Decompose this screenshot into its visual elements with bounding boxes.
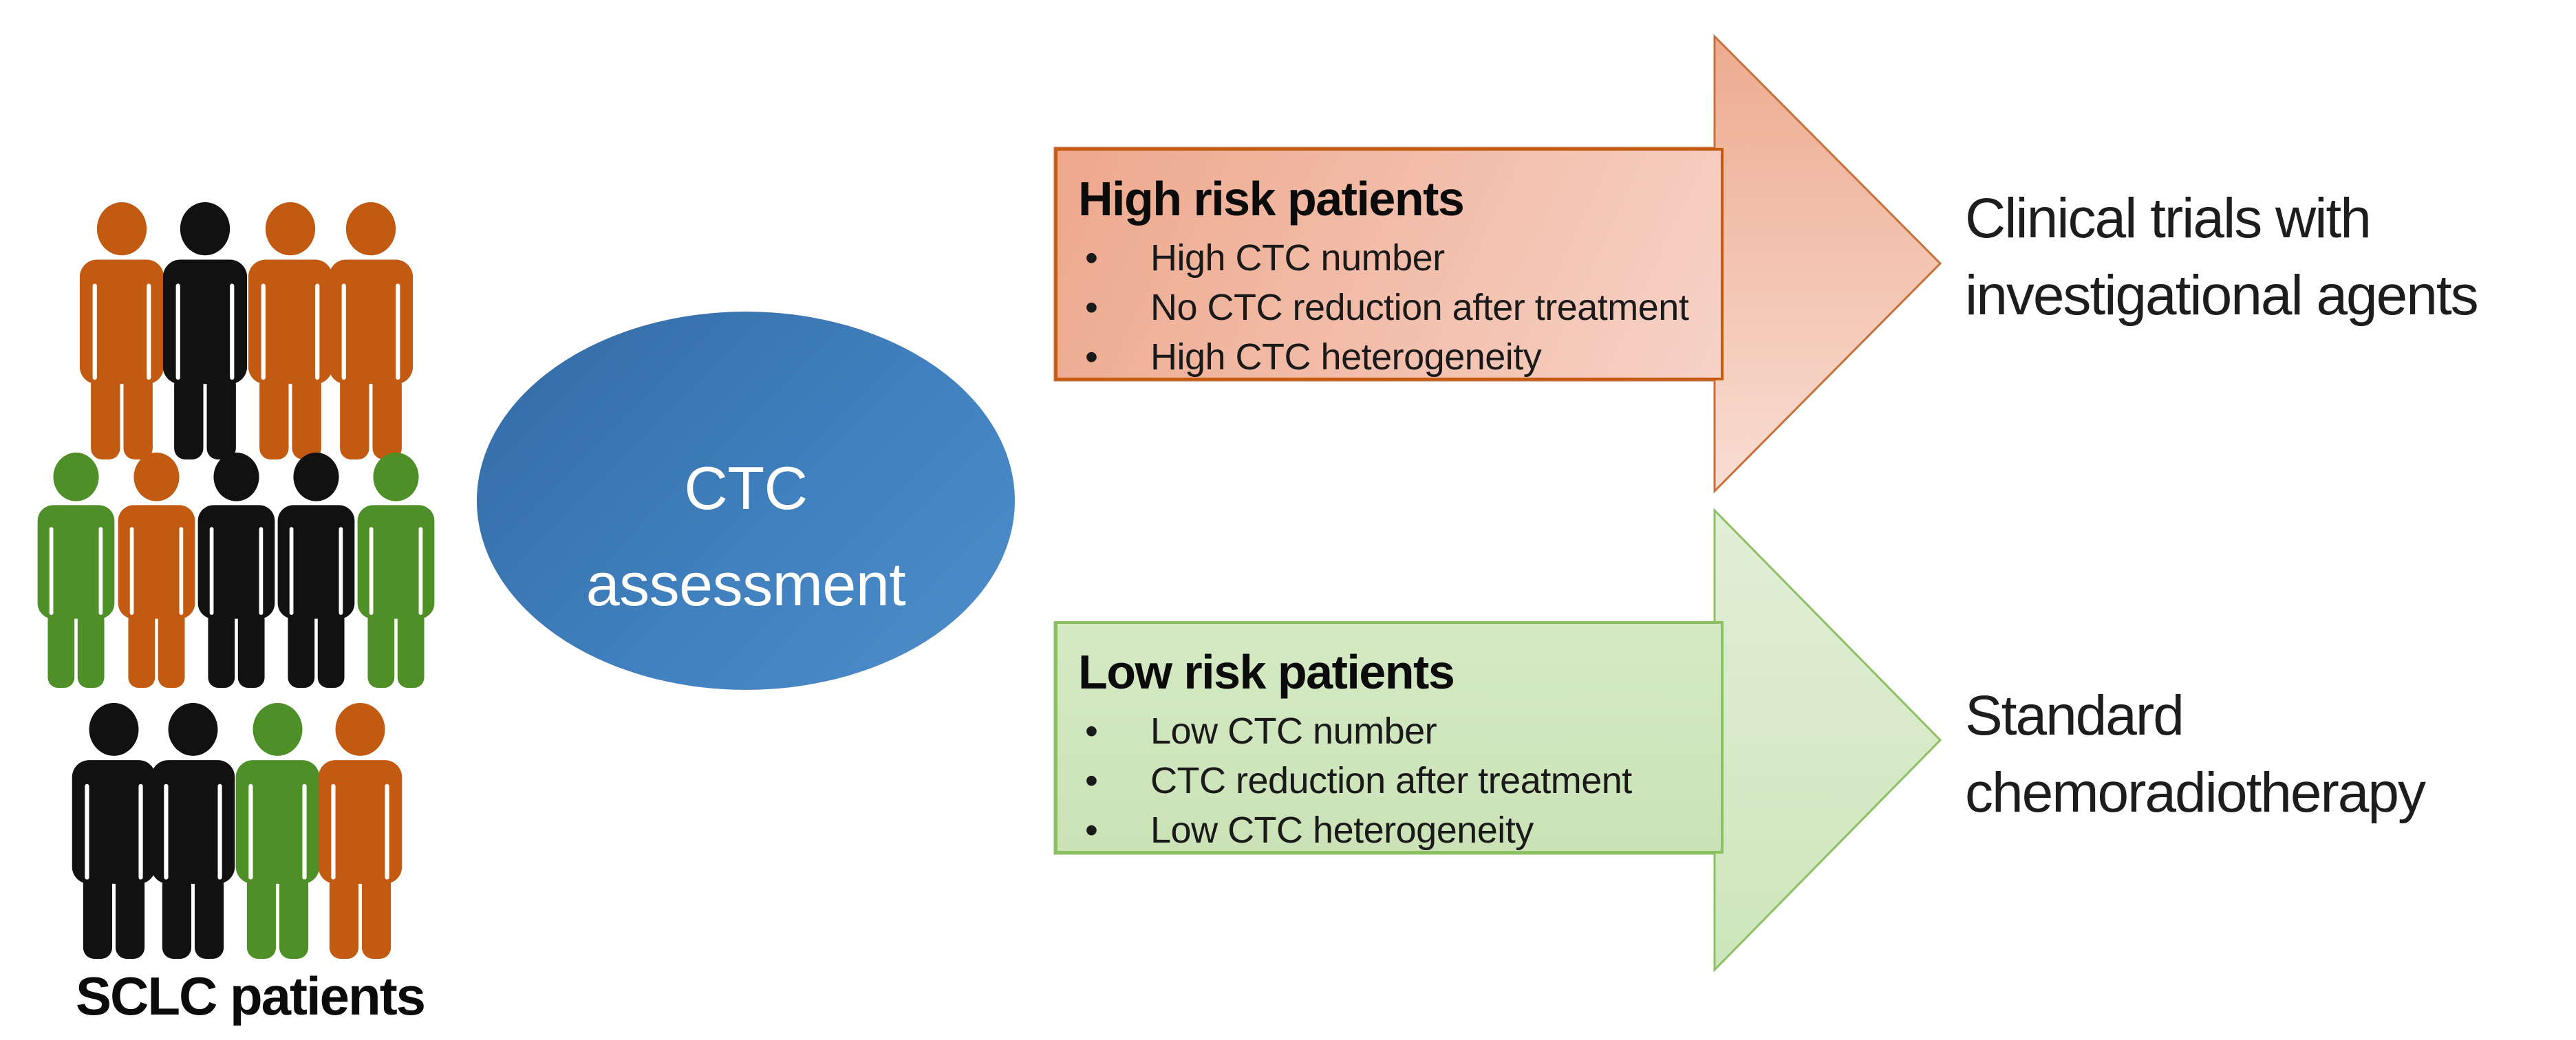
low-risk-bullet: CTC reduction after treatment — [1078, 756, 1703, 805]
low-risk-outcome-line2: chemoradiotherapy — [1965, 761, 2426, 824]
low-risk-bullet: Low CTC heterogeneity — [1078, 805, 1703, 855]
high-risk-bullet: High CTC heterogeneity — [1078, 332, 1703, 382]
high-risk-outcome-label: Clinical trials with investigational age… — [1965, 180, 2479, 334]
ellipse-label-line2: assessment — [586, 550, 906, 618]
high-risk-outcome-line1: Clinical trials with — [1965, 187, 2372, 250]
low-risk-bullet-list: Low CTC number CTC reduction after treat… — [1078, 706, 1703, 855]
high-risk-outcome-line2: investigational agents — [1965, 264, 2479, 327]
low-risk-outcome-line1: Standard — [1965, 684, 2185, 747]
person-icon — [349, 453, 443, 688]
high-risk-title: High risk patients — [1078, 172, 1465, 226]
ctc-assessment-ellipse: CTC assessment — [477, 312, 1015, 690]
high-risk-bullet-list: High CTC number No CTC reduction after t… — [1078, 233, 1703, 382]
low-risk-box: Low risk patients Low CTC number CTC red… — [1055, 621, 1724, 855]
low-risk-outcome-label: Standard chemoradiotherapy — [1965, 678, 2426, 832]
low-risk-bullet: Low CTC number — [1078, 706, 1703, 756]
high-risk-box: High risk patients High CTC number No CT… — [1055, 148, 1724, 382]
high-risk-bullet: High CTC number — [1078, 233, 1703, 283]
sclc-patients-label: SCLC patients — [76, 966, 426, 1026]
person-icon — [319, 202, 422, 459]
low-risk-title: Low risk patients — [1078, 645, 1455, 699]
high-risk-bullet: No CTC reduction after treatment — [1078, 283, 1703, 332]
ellipse-label-line1: CTC — [684, 454, 808, 522]
person-icon — [309, 703, 411, 959]
